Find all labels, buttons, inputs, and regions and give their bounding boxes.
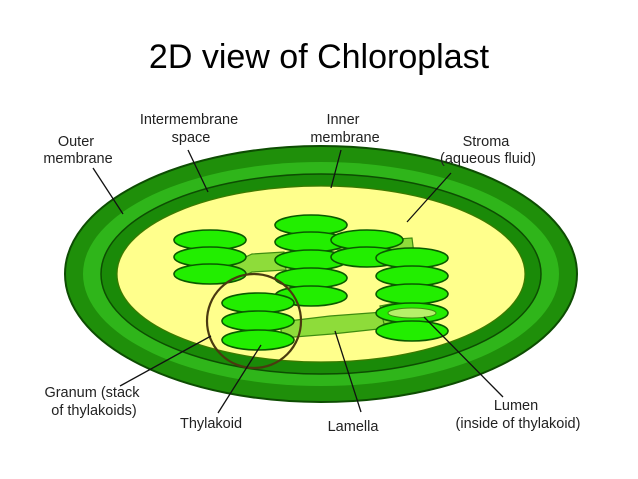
- label-granum: Granum (stack of thylakoids): [44, 385, 143, 419]
- leader-intermembrane-space: [187, 149, 209, 193]
- label-inner-membrane-line1: Inner: [326, 112, 359, 128]
- label-stroma-line2: (aqueous fluid): [440, 151, 536, 167]
- thylakoid-disc: [375, 247, 449, 269]
- label-stroma-line1: Stroma: [463, 134, 511, 150]
- granum-stack-left: [173, 229, 247, 285]
- lumen: [387, 307, 437, 319]
- thylakoid-disc: [221, 292, 295, 314]
- leader-lines: [92, 149, 504, 414]
- label-intermembrane-space-line2: space: [172, 130, 211, 146]
- label-lumen-line1: Lumen: [494, 398, 538, 414]
- label-granum-line2: of thylakoids): [51, 403, 136, 419]
- label-intermembrane-space: Intermembrane space: [140, 112, 242, 146]
- label-outer-membrane-line2: membrane: [43, 151, 112, 167]
- granum-highlight-circle: [205, 272, 303, 370]
- label-thylakoid: Thylakoid: [180, 416, 242, 432]
- label-lamella: Lamella: [328, 419, 380, 435]
- page-title: 2D view of Chloroplast: [148, 38, 490, 76]
- thylakoid-disc: [375, 265, 449, 287]
- label-granum-line1: Granum (stack: [44, 385, 140, 401]
- thylakoid-disc: [375, 283, 449, 305]
- granum-stack-right: [375, 247, 449, 342]
- leader-lamella: [334, 330, 362, 413]
- label-lumen-line2: (inside of thylakoid): [456, 416, 581, 432]
- label-lumen: Lumen (inside of thylakoid): [456, 398, 581, 432]
- label-inner-membrane-line2: membrane: [310, 130, 379, 146]
- label-outer-membrane: Outer membrane: [43, 134, 112, 167]
- leader-lumen: [423, 316, 504, 398]
- thylakoid-disc: [221, 310, 295, 332]
- label-stroma: Stroma (aqueous fluid): [440, 134, 536, 167]
- granum-stack-middle: [274, 214, 348, 307]
- thylakoid-disc: [173, 263, 247, 285]
- leader-thylakoid: [217, 344, 262, 414]
- label-inner-membrane: Inner membrane: [310, 112, 379, 146]
- thylakoid-disc: [221, 329, 295, 351]
- label-intermembrane-space-line1: Intermembrane: [140, 112, 238, 128]
- leader-outer-membrane: [92, 167, 124, 215]
- leader-stroma: [406, 172, 452, 223]
- leader-inner-membrane: [330, 149, 342, 189]
- granum-stack-circled: [221, 292, 295, 351]
- label-outer-membrane-line1: Outer: [58, 134, 94, 150]
- leader-granum: [119, 335, 212, 387]
- thylakoid-disc: [375, 320, 449, 342]
